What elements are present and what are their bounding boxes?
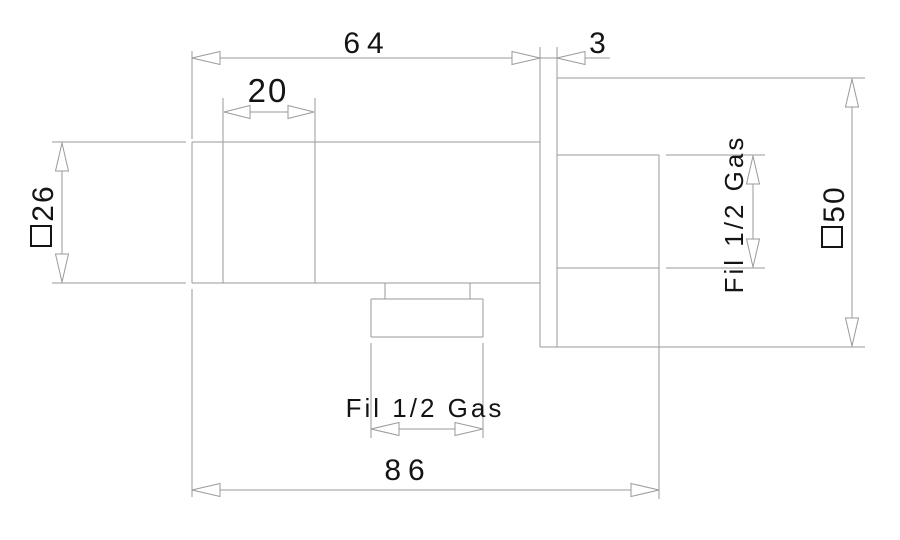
dim-20-arrow-right-icon	[287, 104, 315, 120]
wall-flange-plate	[539, 47, 558, 347]
dimension-body-square: 50	[818, 78, 860, 347]
bottom-port	[370, 283, 484, 338]
dimension-flange-thickness: 3	[556, 27, 613, 66]
dimension-overall-length: 86	[191, 289, 660, 498]
valve-tube-body	[191, 98, 540, 284]
dim-86-arrow-left-icon	[191, 482, 221, 498]
dim-26-label-group: 26	[27, 184, 60, 247]
dim-50-label: 50	[818, 185, 851, 222]
dim-64-label: 64	[343, 27, 390, 60]
dim-50-arrow-bottom-icon	[844, 317, 860, 347]
dim-64-arrow-left-icon	[191, 50, 221, 66]
square-symbol	[821, 226, 843, 248]
square-symbol	[30, 225, 52, 247]
dim-side-thread-arrow-top-icon	[745, 155, 761, 185]
dim-3-arrow-right-icon	[556, 50, 586, 66]
dim-side-thread-arrow-bottom-icon	[745, 238, 761, 268]
square-valve-body	[540, 77, 865, 499]
dimension-tube-square: 26	[27, 141, 186, 284]
dim-3-label: 3	[589, 27, 613, 60]
dimension-body-length: 64	[191, 27, 610, 139]
dim-64-arrow-right-icon	[511, 50, 541, 66]
dim-20-arrow-left-icon	[223, 104, 251, 120]
dim-bottom-thread-arrow-right-icon	[454, 421, 484, 437]
dimension-ring-width: 20	[223, 72, 315, 120]
dim-50-arrow-top-icon	[844, 78, 860, 108]
dim-bottom-thread-arrow-left-icon	[370, 421, 400, 437]
dim-26-arrow-top-icon	[54, 142, 70, 172]
dim-26-arrow-bottom-icon	[54, 253, 70, 283]
dimension-side-port-thread: Fil 1/2 Gas	[719, 135, 761, 294]
dim-26-label: 26	[27, 184, 60, 221]
dim-20-label: 20	[248, 72, 289, 109]
dim-86-arrow-right-icon	[630, 482, 660, 498]
side-port-thread-label: Fil 1/2 Gas	[719, 135, 749, 294]
bottom-port-thread-label: Fil 1/2 Gas	[346, 393, 505, 423]
dimension-bottom-port-thread: Fil 1/2 Gas	[346, 343, 505, 438]
dim-86-label: 86	[384, 454, 431, 487]
dim-50-label-group: 50	[818, 185, 851, 248]
